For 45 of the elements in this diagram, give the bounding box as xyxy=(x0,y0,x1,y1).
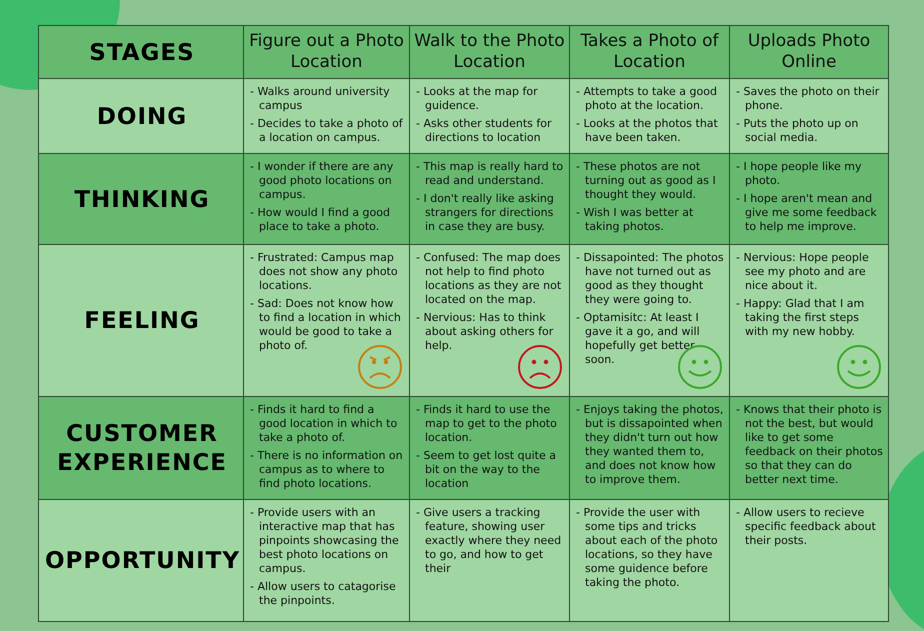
bullet-text: - I wonder if there are any good photo locations on campus. xyxy=(250,160,394,202)
bullet-text: - Confused: The map does not help to find photo locations as they are not located on the map. xyxy=(416,251,562,307)
bullet-text: - Seem to get lost quite a bit on the way to the location xyxy=(416,449,557,491)
bullet-text: - Provide the user with some tips and tricks about each of the photo locations, so they have some guidence before taking the photo. xyxy=(576,506,719,590)
column-heading: Figure out a Photo Location xyxy=(248,31,405,73)
bullet-text: - How would I find a good place to take a photo. xyxy=(250,206,391,234)
bullet-text: - Finds it hard to use the map to get to the photo location. xyxy=(416,403,558,445)
bullet-text: - Nervious: Hope people see my photo and are nice about it. xyxy=(736,251,870,293)
bullet-text: - Knows that their photo is not the best, but would like to get some feedback on their photos so that they can do better next time. xyxy=(736,403,884,487)
bullet-text: - Sad: Does not know how to find a location in which would be good to take a photo of. xyxy=(250,297,402,353)
bullet-text: - I hope aren't mean and give me some feedback to help me improve. xyxy=(736,192,878,234)
bullet-text: - Enjoys taking the photos, but is dissapointed when they didn't turn out how they wanted them to, and does not know how to improve them. xyxy=(576,403,724,487)
row-heading: CUSTOMER EXPERIENCE xyxy=(56,420,228,478)
bullet-text: - Asks other students for directions to location xyxy=(416,117,553,145)
column-heading: STAGES xyxy=(88,38,196,68)
bullet-text: - These photos are not turning out as good as I thought they would. xyxy=(576,160,717,202)
bullet-text: - Decides to take a photo of a location on campus. xyxy=(250,117,404,145)
bullet-text: - There is no information on campus as to where to find photo locations. xyxy=(250,449,404,491)
bullet-text: - Finds it hard to find a good location in which to take a photo of. xyxy=(250,403,398,445)
bullet-text: - Walks around university campus xyxy=(250,85,391,113)
bullet-text: - Allow users to catagorise the pinpoints. xyxy=(250,580,397,608)
bullet-text: - Optamisitc: At least I gave it a go, and will hopefully get better soon. xyxy=(576,311,701,367)
bullet-text: - Looks at the map for guidence. xyxy=(416,85,539,113)
bullet-text: - Provide users with an interactive map that has pinpoints showcasing the best photo locations on campus. xyxy=(250,506,400,576)
bullet-text: - Nervious: Has to think about asking others for help. xyxy=(416,311,554,353)
bullet-text: - This map is really hard to read and understand. xyxy=(416,160,564,188)
bullet-text: - Looks at the photos that have been taken. xyxy=(576,117,719,145)
bullet-text: - Allow users to recieve specific feedback about their posts. xyxy=(736,506,877,548)
bullet-text: - Puts the photo up on social media. xyxy=(736,117,860,145)
column-heading: Uploads Photo Online xyxy=(746,31,872,73)
bullet-text: - I don't really like asking strangers for directions in case they are busy. xyxy=(416,192,555,234)
bullet-text: - Dissapointed: The photos have not turned out as good as they thought they were going to. xyxy=(576,251,725,307)
bullet-text: - Happy: Glad that I am taking the first steps with my new hobby. xyxy=(736,297,866,339)
bullet-text: - I hope people like my photo. xyxy=(736,160,863,188)
column-heading: Takes a Photo of Location xyxy=(579,31,720,73)
row-heading: FEELING xyxy=(83,307,201,336)
bullet-text: - Give users a tracking feature, showing user exactly where they need to go, and how to get their xyxy=(416,506,562,576)
row-heading: DOING xyxy=(96,102,188,132)
bullet-text: - Frustrated: Campus map does not show any photo locations. xyxy=(250,251,399,293)
bullet-text: - Saves the photo on their phone. xyxy=(736,85,880,113)
column-heading: Walk to the Photo Location xyxy=(413,31,566,73)
bullet-text: - Wish I was better at taking photos. xyxy=(576,206,694,234)
row-heading: THINKING xyxy=(73,186,211,214)
row-heading: OPPORTUNITY xyxy=(45,547,239,576)
bullet-text: - Attempts to take a good photo at the location. xyxy=(576,85,718,113)
